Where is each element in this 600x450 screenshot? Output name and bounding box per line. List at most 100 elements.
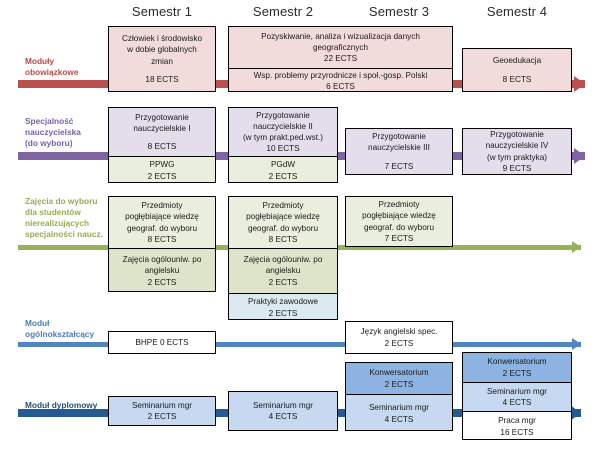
course-ects: 7 ECTS (384, 161, 414, 171)
course-title: Przygotowanie nauczycielskie II (w tym p… (242, 110, 324, 142)
course-cell: Człowiek i środowisko w dobie globalnych… (109, 27, 215, 91)
course-ects: 4 ECTS (384, 414, 414, 424)
course-ects: 2 ECTS (268, 171, 298, 181)
course-cell: Praktyki zawodowe 2 ECTS (229, 293, 337, 319)
box-do-wyboru-sem3[interactable]: Przedmioty pogłębiające wiedzę geograf. … (345, 196, 453, 247)
course-title: Seminarium mgr (368, 403, 430, 413)
arrow-head-obowiazkowe (574, 76, 585, 92)
course-title: Język angielski spec. (360, 327, 438, 337)
course-ects: 2 ECTS (147, 277, 177, 287)
course-title: Zajęcia ogólouniw. po angielsku (243, 255, 323, 276)
column-header-sem3: Semestr 3 (368, 4, 430, 19)
course-title: Przedmioty pogłębiające wiedzę geograf. … (362, 200, 436, 232)
column-header-sem2: Semestr 2 (252, 4, 314, 19)
course-cell: Konwersatorium 2 ECTS (463, 353, 571, 382)
box-dyplomowy-sem3[interactable]: Konwersatorium 2 ECTS Seminarium mgr 4 E… (345, 362, 453, 431)
arrow-head-dyplomowy (570, 405, 581, 421)
course-title: Konwersatorium (487, 357, 547, 367)
box-do-wyboru-sem1[interactable]: Przedmioty pogłębiające wiedzę geograf. … (108, 196, 216, 292)
course-cell: Konwersatorium 2 ECTS (346, 363, 452, 394)
course-ects: 2 ECTS (384, 338, 414, 348)
box-dyplomowy-sem2[interactable]: Seminarium mgr 4 ECTS (228, 391, 338, 431)
row-label-dyplomowy: Moduł dyplomowy (25, 400, 98, 410)
course-cell: Język angielski spec. 2 ECTS (346, 322, 452, 353)
course-ects: 2 ECTS (147, 171, 177, 181)
course-cell: Zajęcia ogólouniw. po angielsku 2 ECTS (109, 248, 215, 291)
box-do-wyboru-sem2[interactable]: Przedmioty pogłębiające wiedzę geograf. … (228, 196, 338, 320)
course-title: Przygotowanie nauczycielskie III (368, 132, 430, 153)
course-cell: Przygotowanie nauczycielskie II (w tym p… (229, 108, 337, 156)
box-ogolnoksztalcacy-sem3[interactable]: Język angielski spec. 2 ECTS (345, 321, 453, 354)
course-title: PPWG (149, 160, 175, 170)
course-cell: Seminarium mgr 2 ECTS (109, 397, 215, 425)
course-ects: 6 ECTS (326, 82, 355, 91)
row-label-specjalnosc: Specjalność nauczycielska (do wyboru) (25, 116, 81, 148)
course-cell: Przedmioty pogłębiające wiedzę geograf. … (229, 197, 337, 248)
course-ects: 2 ECTS (268, 308, 298, 318)
box-obowiazkowe-sem1[interactable]: Człowiek i środowisko w dobie globalnych… (108, 26, 216, 92)
course-ects: 2 ECTS (147, 412, 177, 421)
row-label-do-wyboru: Zajęcia do wyboru dla studentów niereali… (25, 196, 103, 239)
box-dyplomowy-sem4[interactable]: Konwersatorium 2 ECTS Seminarium mgr 4 E… (462, 352, 572, 440)
course-cell: Przedmioty pogłębiające wiedzę geograf. … (346, 197, 452, 246)
row-label-ogolnoksztalcacy: Moduł ogólnokształcący (25, 318, 95, 339)
course-cell: Przygotowanie nauczycielskie IV (w tym p… (463, 129, 571, 174)
box-specjalnosc-sem2[interactable]: Przygotowanie nauczycielskie II (w tym p… (228, 107, 338, 183)
course-title: Człowiek i środowisko w dobie globalnych… (121, 34, 203, 66)
course-ects: 9 ECTS (502, 163, 532, 173)
course-ects: 2 ECTS (384, 379, 414, 389)
course-title: Seminarium mgr (486, 386, 548, 396)
course-ects: 8 ECTS (502, 74, 532, 84)
box-obowiazkowe-sem2[interactable]: Pozyskiwanie, analiza i wizualizacja dan… (228, 26, 453, 92)
course-ects: 16 ECTS (500, 427, 534, 437)
box-ogolnoksztalcacy-sem1[interactable]: BHPE 0 ECTS (108, 331, 216, 354)
course-title: Przedmioty pogłębiające wiedzę geograf. … (246, 201, 320, 233)
course-ects: 18 ECTS (145, 74, 179, 84)
column-header-sem1: Semestr 1 (131, 4, 193, 19)
course-cell: PGdW 2 ECTS (229, 156, 337, 182)
course-ects: 2 ECTS (502, 368, 532, 378)
column-header-sem4: Semestr 4 (486, 4, 548, 19)
arrow-head-specjalnosc (574, 148, 585, 164)
course-title: Przygotowanie nauczycielskie I (133, 112, 191, 133)
course-title: Wsp. problemy przyrodnicze i społ.-gosp.… (253, 70, 428, 80)
box-dyplomowy-sem1[interactable]: Seminarium mgr 2 ECTS (108, 396, 216, 426)
course-title: Praca mgr (498, 416, 536, 426)
box-specjalnosc-sem1[interactable]: Przygotowanie nauczycielskie I 8 ECTS PP… (108, 107, 216, 183)
box-obowiazkowe-sem4[interactable]: Geoedukacja 8 ECTS (462, 48, 572, 92)
course-cell: Pozyskiwanie, analiza i wizualizacja dan… (229, 27, 452, 68)
course-cell: BHPE 0 ECTS (109, 332, 215, 353)
arrow-head-ogolnoksztalcacy (572, 338, 581, 350)
course-cell: Praca mgr 16 ECTS (463, 411, 571, 439)
course-ects: 2 ECTS (268, 277, 298, 287)
arrow-head-do-wyboru (572, 241, 581, 253)
track-ogolnoksztalcacy (18, 342, 581, 347)
course-title: Pozyskiwanie, analiza i wizualizacja dan… (261, 31, 420, 52)
course-cell: Zajęcia ogólouniw. po angielsku 2 ECTS (229, 248, 337, 293)
course-title: Seminarium mgr (252, 400, 314, 410)
course-title: Geoedukacja (492, 56, 542, 66)
course-ects: 10 ECTS (266, 144, 300, 154)
course-cell: Przygotowanie nauczycielskie III 7 ECTS (346, 129, 452, 174)
course-ects: 7 ECTS (384, 233, 414, 243)
course-ects: 22 ECTS (323, 54, 358, 64)
course-title: Seminarium mgr (131, 400, 193, 410)
course-cell: Seminarium mgr 4 ECTS (463, 382, 571, 411)
course-cell: Przedmioty pogłębiające wiedzę geograf. … (109, 197, 215, 248)
course-title: Przedmioty pogłębiające wiedzę geograf. … (125, 201, 199, 233)
course-title: Praktyki zawodowe (247, 297, 319, 307)
course-cell: Seminarium mgr 4 ECTS (346, 394, 452, 430)
box-specjalnosc-sem3[interactable]: Przygotowanie nauczycielskie III 7 ECTS (345, 128, 453, 175)
course-ects: 4 ECTS (502, 398, 532, 407)
course-ects: 8 ECTS (147, 234, 177, 244)
box-specjalnosc-sem4[interactable]: Przygotowanie nauczycielskie IV (w tym p… (462, 128, 572, 175)
course-title: Konwersatorium (369, 368, 429, 378)
course-title: Przygotowanie nauczycielskie IV (w tym p… (485, 130, 549, 162)
course-ects: 4 ECTS (268, 412, 298, 421)
course-ects: BHPE 0 ECTS (135, 337, 189, 347)
course-cell: Wsp. problemy przyrodnicze i społ.-gosp.… (229, 68, 452, 91)
course-cell: Geoedukacja 8 ECTS (463, 49, 571, 91)
course-ects: 8 ECTS (268, 234, 298, 244)
course-title: PGdW (270, 160, 296, 170)
